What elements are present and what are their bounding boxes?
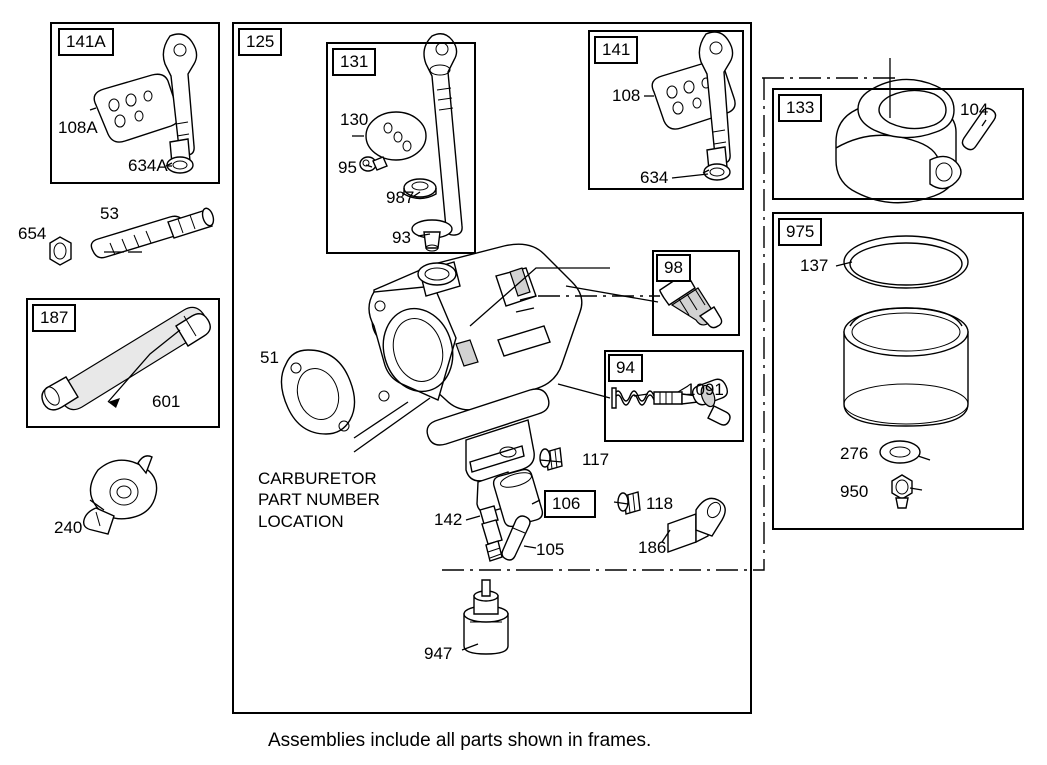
part-label-108A: 108A <box>58 118 98 137</box>
frame-141A <box>50 22 220 184</box>
frame-98 <box>652 250 740 336</box>
part-label-105: 105 <box>536 540 565 559</box>
diagram-caption: Assemblies include all parts shown in fr… <box>268 730 652 751</box>
frame-133-label-box: 133 <box>778 94 823 122</box>
frame-975 <box>772 212 1024 530</box>
art-240-filter <box>82 455 158 535</box>
frame-98-label: 98 <box>664 258 683 277</box>
note-line-3: LOCATION <box>258 511 344 531</box>
frame-125 <box>232 22 752 714</box>
part-label-95: 95 <box>338 158 357 177</box>
frame-131-label: 131 <box>340 52 369 71</box>
frame-187-label: 187 <box>40 308 69 327</box>
part-label-601: 601 <box>152 392 181 411</box>
frame-125-label: 125 <box>246 32 275 51</box>
frame-133 <box>772 88 1024 200</box>
note-line-1: CARBURETOR <box>258 469 377 488</box>
part-label-108: 108 <box>612 86 641 105</box>
art-654-nut <box>49 236 72 266</box>
frame-187 <box>26 298 220 428</box>
frame-94 <box>604 350 744 442</box>
part-label-51: 51 <box>260 348 279 367</box>
part-label-53: 53 <box>100 204 119 223</box>
part-label-186: 186 <box>638 538 667 557</box>
frame-133-label: 133 <box>786 98 815 117</box>
frame-975-label: 975 <box>786 222 815 241</box>
frame-106 <box>544 490 596 518</box>
part-label-634A: 634A <box>128 156 168 175</box>
part-label-118: 118 <box>646 494 674 513</box>
part-label-130: 130 <box>340 110 369 129</box>
frame-94-label-box: 94 <box>608 354 643 382</box>
frame-975-label-box: 975 <box>778 218 823 246</box>
part-label-276: 276 <box>840 444 869 463</box>
frame-187-label-box: 187 <box>32 304 77 332</box>
frame-141A-label-box: 141A <box>58 28 114 56</box>
part-label-104: 104 <box>960 100 989 119</box>
frame-94-label: 94 <box>616 358 635 377</box>
frame-141-label-box: 141 <box>594 36 639 64</box>
frame-131-label-box: 131 <box>332 48 377 76</box>
frame-141 <box>588 30 744 190</box>
carburetor-part-number-note: CARBURETOR PART NUMBER LOCATION <box>258 468 380 532</box>
part-label-634: 634 <box>640 168 669 187</box>
frame-98-label-box: 98 <box>656 254 691 282</box>
note-line-2: PART NUMBER <box>258 490 380 510</box>
part-label-137: 137 <box>800 256 829 275</box>
part-label-947: 947 <box>424 644 453 663</box>
part-label-987: 987 <box>386 188 415 207</box>
part-label-93: 93 <box>392 228 411 247</box>
frame-131 <box>326 42 476 254</box>
frame-106-label: 106 <box>552 494 581 513</box>
part-label-240: 240 <box>54 518 83 537</box>
part-label-654: 654 <box>18 224 47 243</box>
frame-141A-label: 141A <box>66 32 106 51</box>
frame-125-label-box: 125 <box>238 28 283 56</box>
part-label-142: 142 <box>434 510 463 529</box>
part-label-950: 950 <box>840 482 869 501</box>
frame-141-label: 141 <box>602 40 631 59</box>
part-label-1091: 1091 <box>686 380 724 399</box>
part-label-117: 117 <box>582 450 610 469</box>
